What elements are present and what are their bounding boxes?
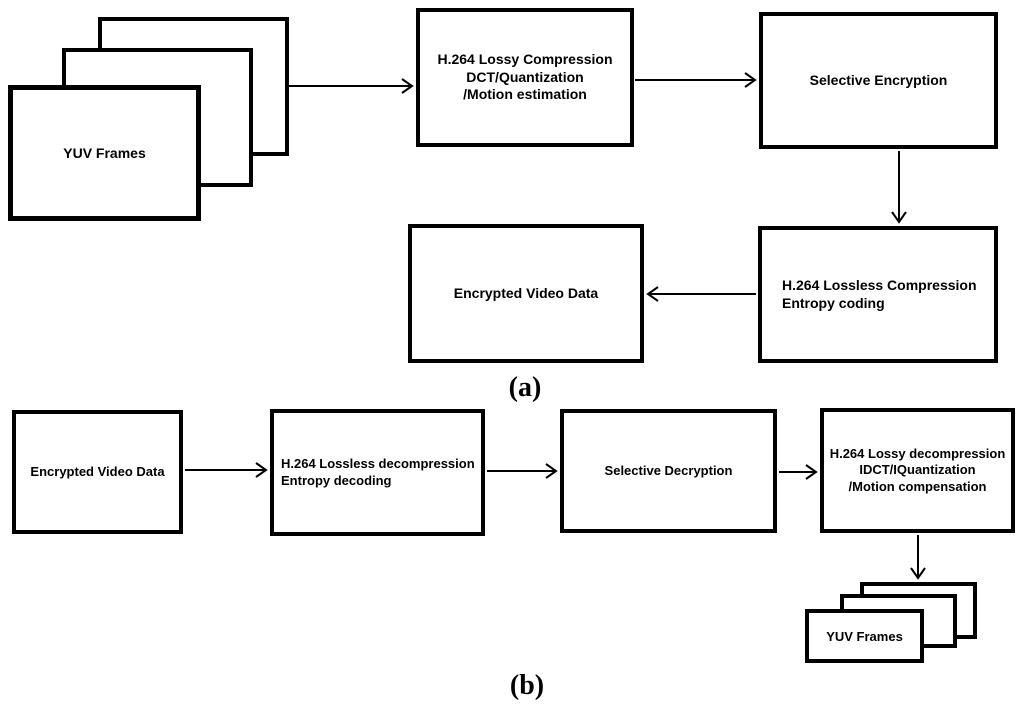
node-label: H.264 Lossless Compression Entropy codin… [782, 277, 977, 311]
node-label: YUV Frames [826, 628, 903, 644]
node-h264-lossy-decompression: H.264 Lossy decompression IDCT/IQuantiza… [820, 408, 1015, 533]
node-h264-lossy-compression: H.264 Lossy Compression DCT/Quantization… [416, 8, 634, 147]
node-encrypted-video-data-input: Encrypted Video Data [12, 410, 183, 534]
caption-part-b: (b) [509, 670, 545, 701]
node-h264-lossless-compression: H.264 Lossless Compression Entropy codin… [758, 226, 998, 363]
node-h264-lossless-decompression: H.264 Lossless decompression Entropy dec… [270, 409, 485, 536]
node-label: Selective Encryption [809, 71, 948, 88]
node-label: YUV Frames [63, 145, 146, 161]
node-label: H.264 Lossless decompression Entropy dec… [281, 456, 475, 488]
node-selective-decryption: Selective Decryption [560, 409, 777, 533]
node-label: Selective Decryption [604, 462, 733, 478]
node-label: H.264 Lossy decompression IDCT/IQuantiza… [829, 446, 1006, 494]
node-label: Encrypted Video Data [30, 463, 165, 479]
node-yuv-frames-input: YUV Frames [8, 85, 201, 221]
caption-part-a: (a) [508, 372, 542, 403]
node-selective-encryption: Selective Encryption [759, 12, 998, 149]
node-label: H.264 Lossy Compression DCT/Quantization… [437, 51, 613, 103]
node-encrypted-video-data-output: Encrypted Video Data [408, 224, 644, 363]
node-yuv-frames-output: YUV Frames [805, 609, 924, 663]
node-label: Encrypted Video Data [453, 284, 599, 301]
